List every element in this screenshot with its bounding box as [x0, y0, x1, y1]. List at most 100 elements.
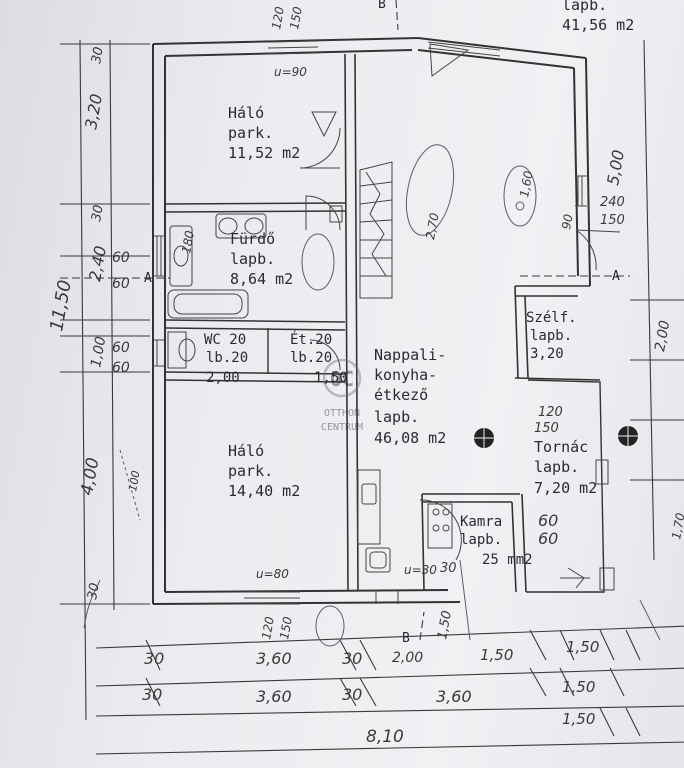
- dim-2-00-b: 2,00: [652, 319, 673, 353]
- dim-120: 120: [538, 405, 563, 420]
- room-tornac-name: Tornác: [534, 438, 588, 456]
- watermark-logo: OC: [330, 367, 354, 391]
- watermark-line-2: CENTRUM: [321, 422, 363, 433]
- dim-30-b: 30: [89, 204, 107, 223]
- room-nappali-type: lapb.: [374, 408, 419, 426]
- room-furdo-type: lapb.: [230, 250, 275, 268]
- dim-60-b: 60: [112, 276, 130, 292]
- room-szelf-area: 3,20: [530, 346, 564, 362]
- dim-30-g: 30: [342, 685, 362, 704]
- room-halo2-type: park.: [228, 462, 273, 480]
- dim-11-50: 11,50: [46, 278, 76, 332]
- dim-30-i: 30: [440, 561, 457, 576]
- room-tornac-type: lapb.: [534, 458, 579, 476]
- dim-4-00: 4,00: [77, 456, 103, 497]
- room-nappali-name-3: étkező: [374, 386, 428, 404]
- dim-150-g: 150: [277, 615, 295, 640]
- room-halo2-area: 14,40 m2: [228, 482, 300, 500]
- exterior-walls: [152, 37, 591, 605]
- room-labels: lapb. 41,56 m2 Háló park. 11,52 m2 Fürdő…: [204, 0, 634, 568]
- room-kamra-type: lapb.: [460, 532, 502, 548]
- room-wc-type: lb.20: [206, 350, 248, 366]
- watermark: OC OTTHON CENTRUM: [321, 358, 363, 433]
- dim-30-c: 30: [85, 582, 103, 601]
- dim-1-50-i: 1,50: [435, 610, 455, 641]
- dim-240: 240: [600, 195, 625, 210]
- staircase: [329, 161, 393, 299]
- dim-60-e: 60: [538, 511, 558, 530]
- section-mark-a-left: A: [144, 271, 152, 286]
- room-halo1-name: Háló: [228, 104, 264, 122]
- dim-150-f: 150: [534, 421, 559, 436]
- room-wc-area: 2,00: [206, 370, 240, 386]
- room-furdo-area: 8,64 m2: [230, 270, 293, 288]
- room-et-area: 1,50: [314, 370, 348, 386]
- room-nappali-name-2: konyha-: [374, 366, 437, 384]
- dim-60-d: 60: [112, 360, 130, 376]
- dim-150-e: 150: [600, 213, 625, 228]
- dim-30-f: 30: [342, 649, 362, 668]
- room-kamra-name: Kamra: [460, 514, 502, 530]
- dim-30-e: 30: [142, 685, 162, 704]
- dim-1-00: 1,00: [88, 335, 109, 369]
- room-halo2-name: Háló: [228, 442, 264, 460]
- room-et-name: Ét.20: [290, 331, 332, 348]
- section-mark-letters: A A B B: [144, 0, 620, 646]
- dim-3-60-a: 3,60: [256, 649, 292, 668]
- dim-180: 180: [179, 229, 197, 254]
- room-halo1-area: 11,52 m2: [228, 144, 300, 162]
- pencil-annotations: [83, 144, 661, 647]
- bathroom-fixtures: [167, 213, 267, 369]
- dim-60-a: 60: [112, 250, 130, 266]
- section-mark-a-right: A: [612, 269, 620, 284]
- dim-3-60-c: 3,60: [436, 687, 472, 706]
- dim-150-h: 150: [287, 5, 305, 30]
- openings: [153, 40, 621, 605]
- room-furdo-name: Fürdő: [230, 230, 275, 248]
- dim-120-b: 120: [259, 615, 277, 640]
- dim-3-60-b: 3,60: [256, 687, 292, 706]
- dimension-texts: 11,50 4,00 3,20 2,40 1,00 30 30 60 60 60…: [46, 5, 684, 747]
- dim-1-70: 1,70: [669, 511, 684, 540]
- dim-120-c: 120: [269, 5, 287, 30]
- room-et-type: lb.20: [290, 350, 332, 366]
- room-szelf-type: lapb.: [530, 328, 572, 344]
- dim-30-a: 30: [89, 46, 107, 65]
- dim-30-d: 30: [144, 649, 164, 668]
- room-kamra-area: 25 mm2: [482, 552, 533, 568]
- dim-1-50-c: 1,50: [562, 678, 595, 696]
- kitchen-fixtures: [357, 469, 453, 573]
- dim-8-10: 8,10: [366, 727, 404, 747]
- room-nappali-name-1: Nappali-: [374, 346, 446, 364]
- dim-u90: u=90: [274, 65, 307, 79]
- room-halo1-type: park.: [228, 124, 273, 142]
- dim-90-a: 90: [559, 213, 576, 231]
- dim-1-50-b: 1,50: [566, 638, 599, 656]
- dim-2-70: 2,70: [423, 211, 441, 240]
- dim-60-c: 60: [112, 340, 130, 356]
- dim-2-40: 2,40: [85, 244, 110, 282]
- dim-3-20: 3,20: [81, 92, 106, 130]
- section-mark-b-bottom: B: [402, 631, 410, 646]
- dim-1-50-a: 1,50: [480, 646, 513, 664]
- room-tornac-area: 7,20 m2: [534, 479, 597, 497]
- dim-100-b: 100: [126, 470, 142, 493]
- dim-60-f: 60: [538, 529, 558, 548]
- dim-5-00: 5,00: [603, 148, 628, 186]
- room-top-right-line-2: 41,56 m2: [562, 16, 634, 34]
- room-nappali-area: 46,08 m2: [374, 429, 446, 447]
- dim-1-60: 1,60: [517, 169, 535, 198]
- section-mark-b-top: B: [378, 0, 386, 12]
- dim-1-50-d: 1,50: [562, 710, 595, 728]
- dim-u80: u=80: [256, 567, 289, 581]
- section-lines: [60, 0, 638, 641]
- room-wc-name: WC 20: [204, 332, 246, 348]
- interior-walls: [164, 53, 615, 593]
- room-top-right-line-1: lapb.: [562, 0, 607, 14]
- dim-u30: u=30: [404, 563, 437, 577]
- watermark-line-1: OTTHON: [324, 408, 360, 419]
- dimension-lines: [60, 39, 684, 755]
- dim-2-00-a: 2,00: [392, 650, 423, 666]
